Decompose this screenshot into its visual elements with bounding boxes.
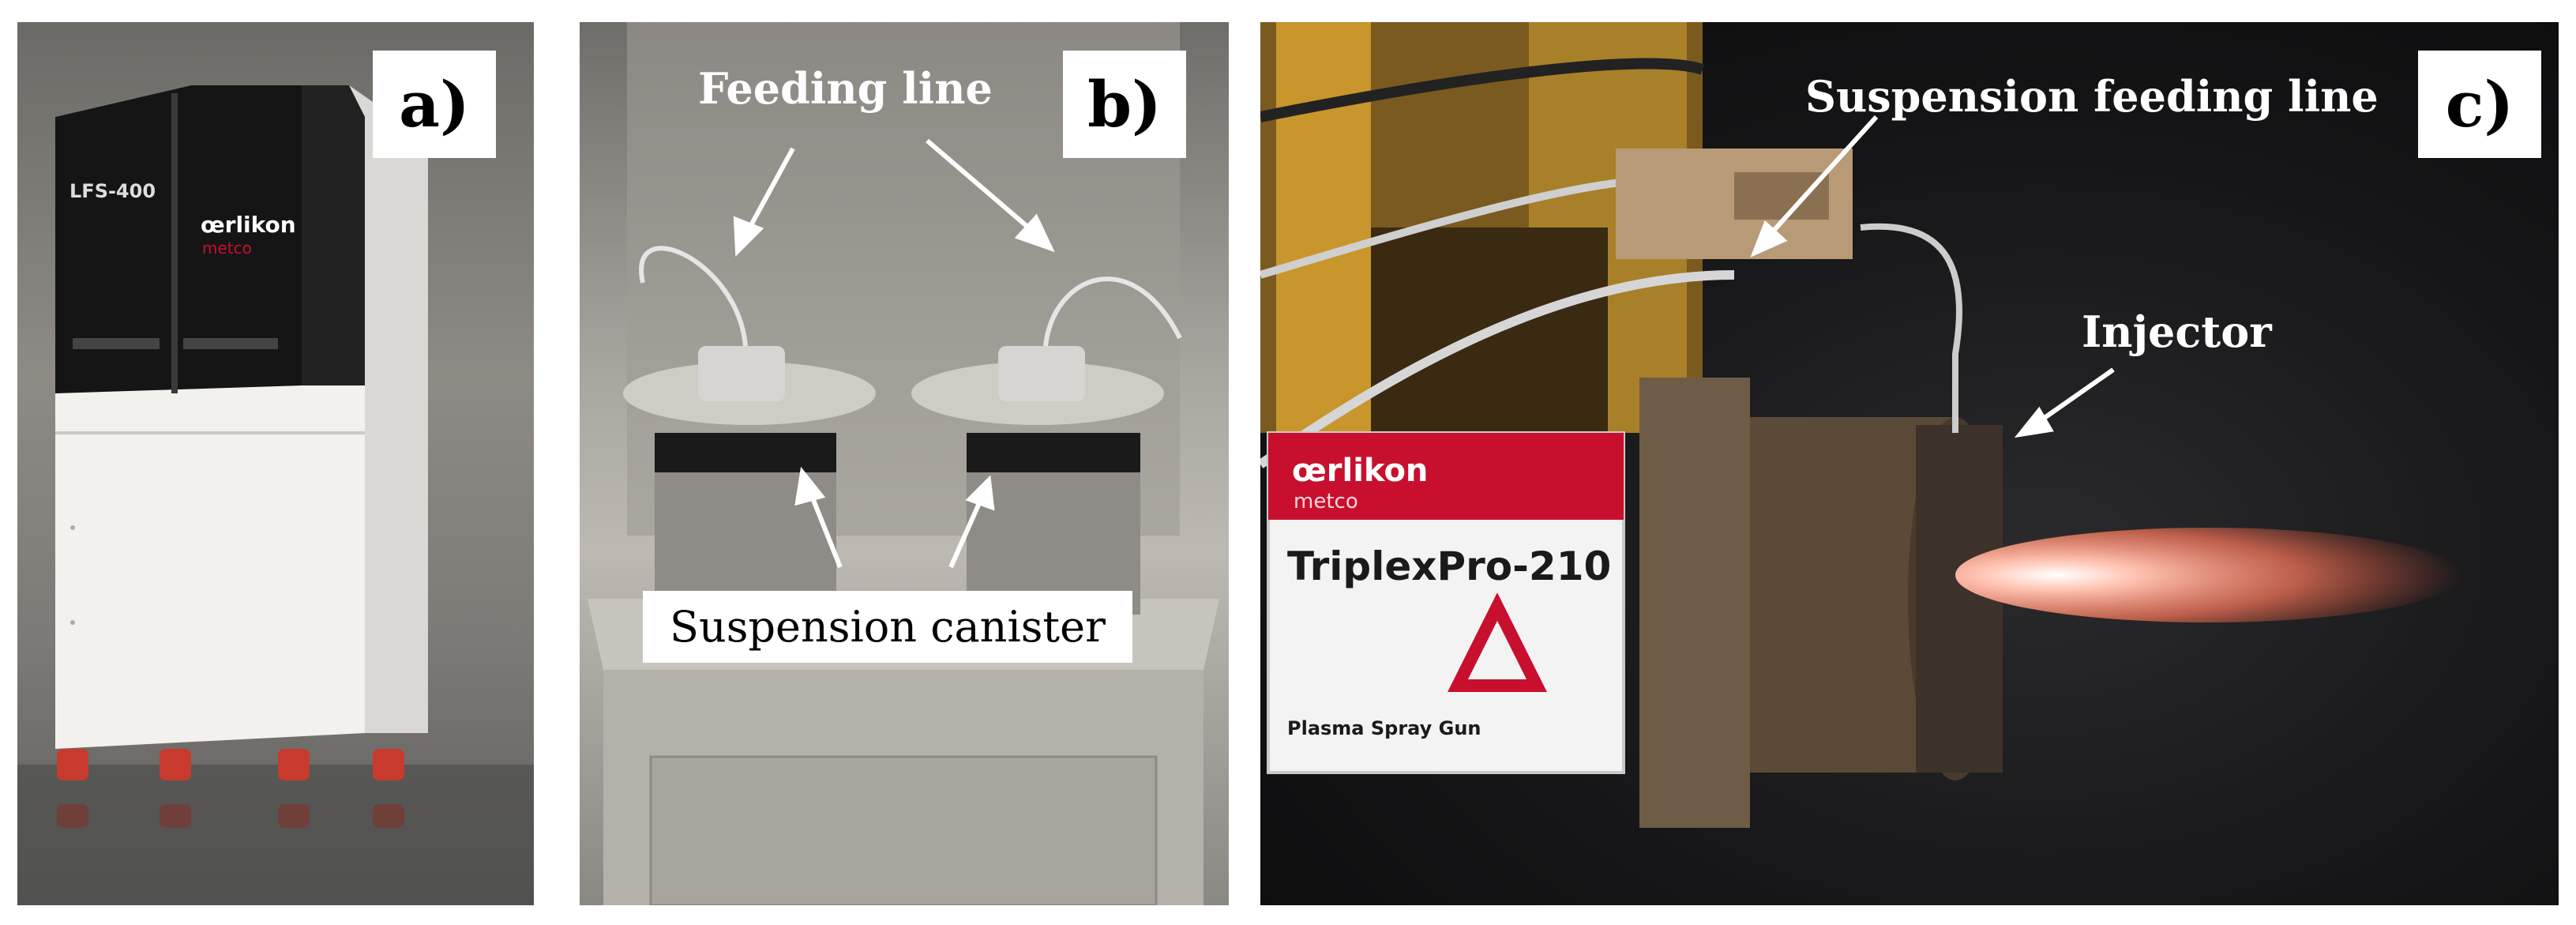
callout-arrows <box>1750 115 2115 438</box>
plate-caption: Plasma Spray Gun <box>1287 717 1481 739</box>
canister-arrows <box>794 466 995 569</box>
canister-station-illustration <box>588 22 1219 905</box>
plate-model-label: TriplexPro-210 <box>1287 543 1612 589</box>
panel-b-letter: b) <box>1063 51 1186 158</box>
feeding-line-arrows <box>733 138 1055 257</box>
panel-c-letter: c) <box>2418 51 2541 158</box>
suspension-feeding-line-label: Suspension feeding line <box>1805 71 2379 122</box>
canister-left <box>623 246 876 615</box>
canister-right <box>911 276 1182 615</box>
panel-a-photo: LFS-400 œrlikon metco a) <box>17 22 534 905</box>
feeder-machine-illustration <box>17 85 534 905</box>
panel-a-letter: a) <box>373 51 496 158</box>
injector-label: Injector <box>2082 306 2272 357</box>
panel-c-photo: Suspension feeding line c) Injector œrli… <box>1260 22 2559 905</box>
plate-brand-logo: œrlikon <box>1292 453 1429 489</box>
device-brand-logo: œrlikon <box>201 212 296 238</box>
device-brand-sub: metco <box>202 239 252 258</box>
feeding-line-label: Feeding line <box>698 63 993 114</box>
plate-brand-sub: metco <box>1294 490 1358 513</box>
suspension-canister-label: Suspension canister <box>643 591 1132 663</box>
panel-b-photo: Feeding line b) Suspension canister <box>580 22 1229 905</box>
plasma-gun-illustration <box>1260 22 2461 828</box>
device-model-label: LFS-400 <box>69 180 156 202</box>
brand-emblem-icon <box>1448 592 1547 692</box>
caster-wheels <box>57 749 404 828</box>
